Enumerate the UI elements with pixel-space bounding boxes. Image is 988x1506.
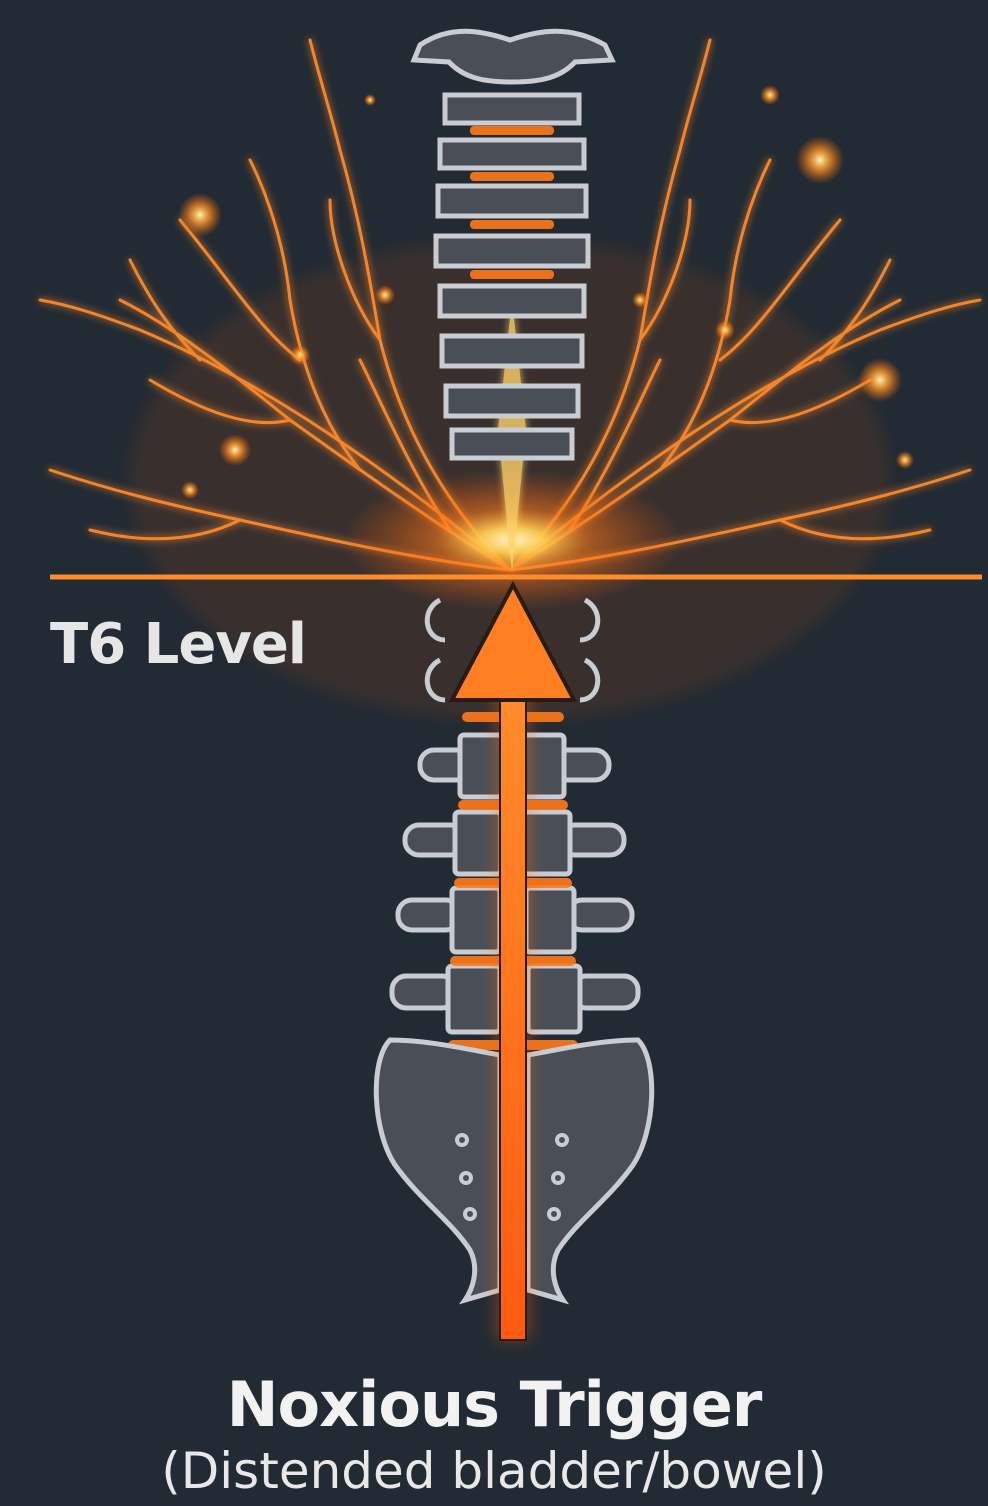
trigger-subtitle: (Distended bladder/bowel) <box>0 1442 988 1500</box>
t6-level-label: T6 Level <box>50 612 306 677</box>
trigger-title: Noxious Trigger <box>0 1368 988 1441</box>
